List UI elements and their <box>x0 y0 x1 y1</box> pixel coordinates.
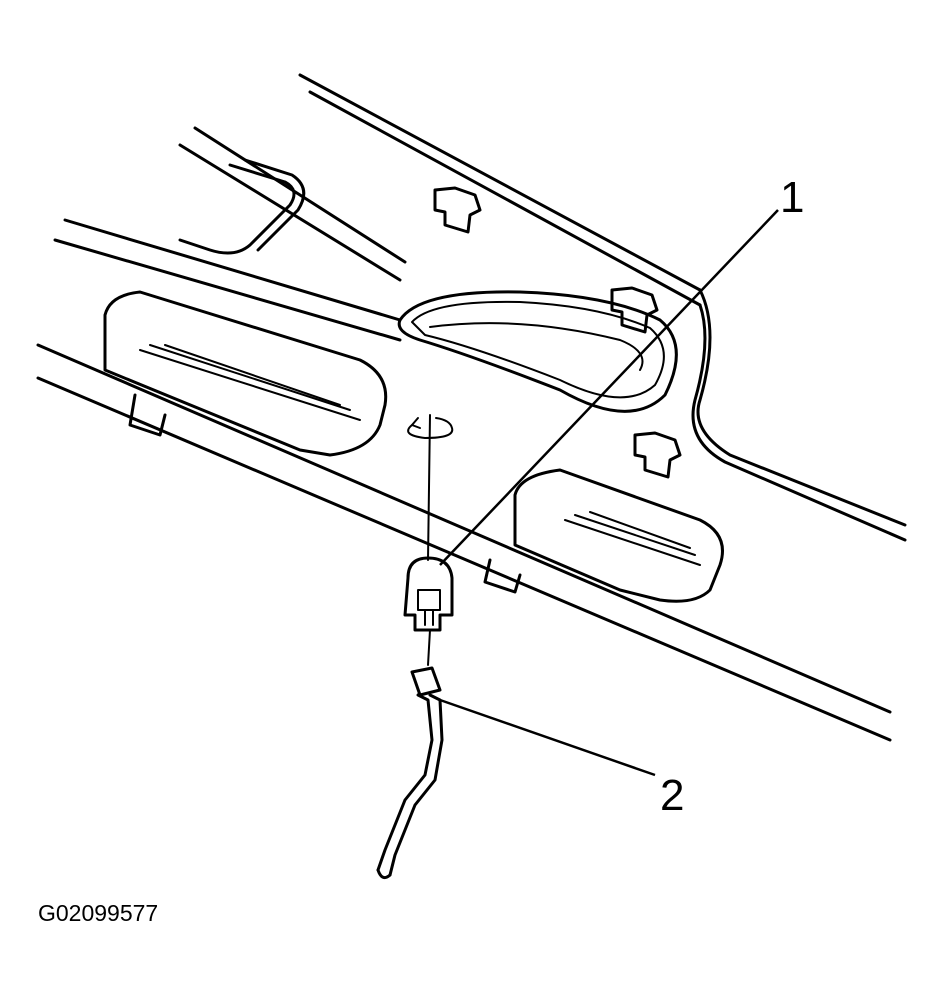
callout-1-leader <box>439 209 779 566</box>
rear-panel <box>178 158 306 255</box>
callout-2-label: 2 <box>660 771 684 820</box>
left-lamp-housing <box>103 290 388 457</box>
bulb-socket <box>403 556 454 666</box>
figure-id: G02099577 <box>38 900 159 926</box>
retaining-clips <box>433 186 682 479</box>
roof-outline <box>36 73 907 742</box>
callout-1-label: 1 <box>780 173 804 222</box>
wiring-connector <box>376 666 444 880</box>
right-lamp-housing <box>483 468 724 603</box>
rotation-indicator <box>407 414 454 561</box>
console-bezel <box>397 290 678 413</box>
callout-2-leader <box>439 698 656 777</box>
